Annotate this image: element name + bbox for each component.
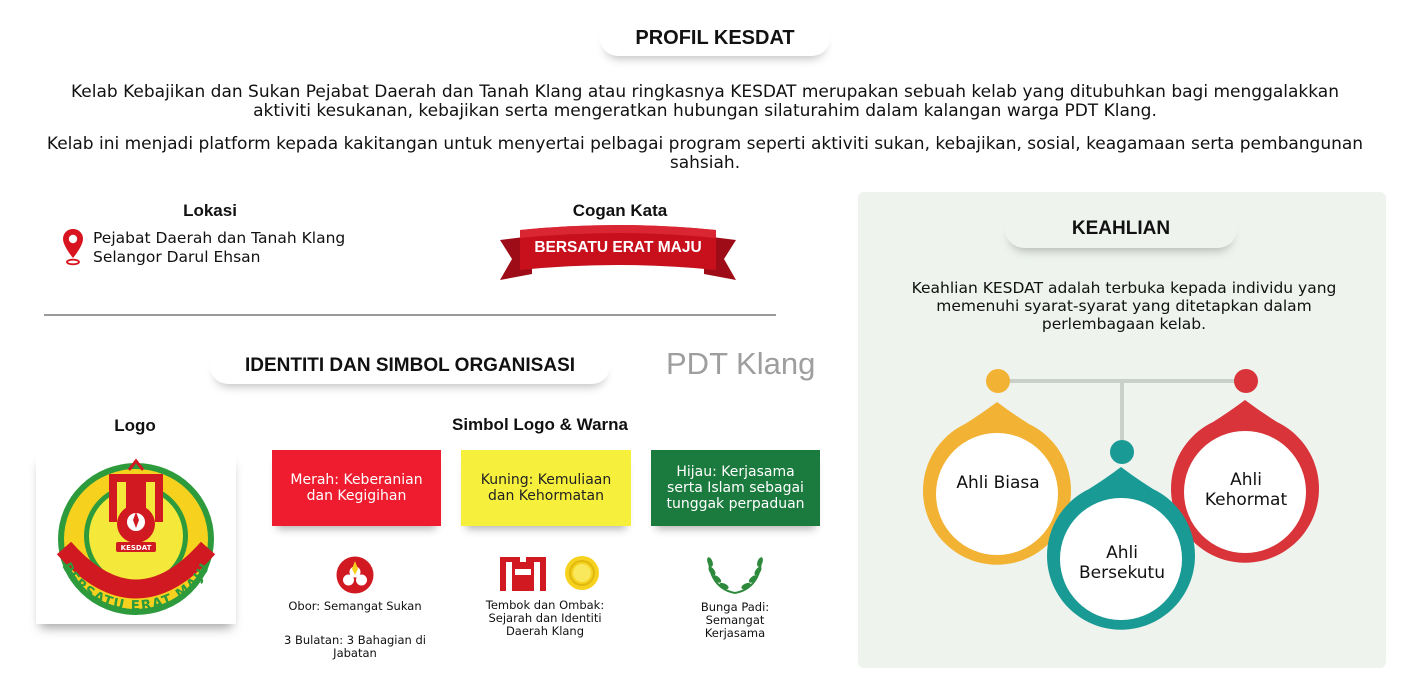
wall-icon xyxy=(500,557,546,591)
ahli-kehormat-label: Ahli Kehormat xyxy=(1204,470,1288,510)
kesdat-logo: KESDAT BERSATU ERAT MAJU xyxy=(36,452,236,624)
location-line-1: Pejabat Daerah dan Tanah Klang xyxy=(93,229,346,247)
wreath-icon xyxy=(707,557,763,594)
kehormat-dot xyxy=(1234,369,1258,393)
location-title: Lokasi xyxy=(183,201,237,220)
membership-diagram xyxy=(923,369,1319,630)
color-swatch-yellow: Kuning: Kemuliaan dan Kehormatan xyxy=(461,450,631,526)
location-line-2: Selangor Darul Ehsan xyxy=(93,248,261,266)
watermark: PDT Klang xyxy=(666,346,816,381)
biasa-dot xyxy=(986,369,1010,393)
torch-icon xyxy=(336,556,374,594)
motto-text: BERSATU ERAT MAJU xyxy=(534,239,701,256)
ahli-bersekutu-label: Ahli Bersekutu xyxy=(1079,543,1165,583)
color-swatch-green: Hijau: Kerjasama serta Islam sebagai tun… xyxy=(651,450,820,526)
caption-wall: Tembok dan Ombak: Sejarah dan Identiti D… xyxy=(485,598,605,638)
color-swatch-red: Merah: Keberanian dan Kegigihan xyxy=(272,450,441,526)
swatch-red-text: Merah: Keberanian dan Kegigihan xyxy=(290,472,423,504)
bersekutu-dot xyxy=(1110,440,1134,464)
colors-title: Simbol Logo & Warna xyxy=(452,415,628,434)
intro-paragraph-1: Kelab Kebajikan dan Sukan Pejabat Daerah… xyxy=(71,82,1339,121)
caption-padi: Bunga Padi: Semangat Kerjasama xyxy=(700,600,770,640)
motto-ribbon: BERSATU ERAT MAJU xyxy=(500,225,736,280)
caption-torch: Obor: Semangat Sukan xyxy=(288,599,422,613)
sun-icon xyxy=(565,556,599,590)
caption-circles: 3 Bulatan: 3 Bahagian di Jabatan xyxy=(284,633,426,660)
identity-title: IDENTITI DAN SIMBOL ORGANISASI xyxy=(210,348,610,384)
swatch-yellow-text: Kuning: Kemuliaan dan Kehormatan xyxy=(480,472,612,504)
membership-description: Keahlian KESDAT adalah terbuka kepada in… xyxy=(911,279,1337,333)
map-pin-icon xyxy=(63,229,83,266)
profile-title: PROFIL KESDAT xyxy=(600,20,830,56)
section-divider xyxy=(44,314,776,316)
membership-title: KEAHLIAN xyxy=(1005,210,1237,248)
location-address: Pejabat Daerah dan Tanah Klang Selangor … xyxy=(93,229,345,267)
swatch-green-text: Hijau: Kerjasama serta Islam sebagai tun… xyxy=(666,464,805,512)
logo-title: Logo xyxy=(114,416,156,435)
logo-badge-text: KESDAT xyxy=(121,544,152,552)
intro-paragraph-2: Kelab ini menjadi platform kepada kakita… xyxy=(46,134,1364,173)
ahli-biasa-label: Ahli Biasa xyxy=(956,473,1040,493)
motto-title: Cogan Kata xyxy=(572,201,668,220)
